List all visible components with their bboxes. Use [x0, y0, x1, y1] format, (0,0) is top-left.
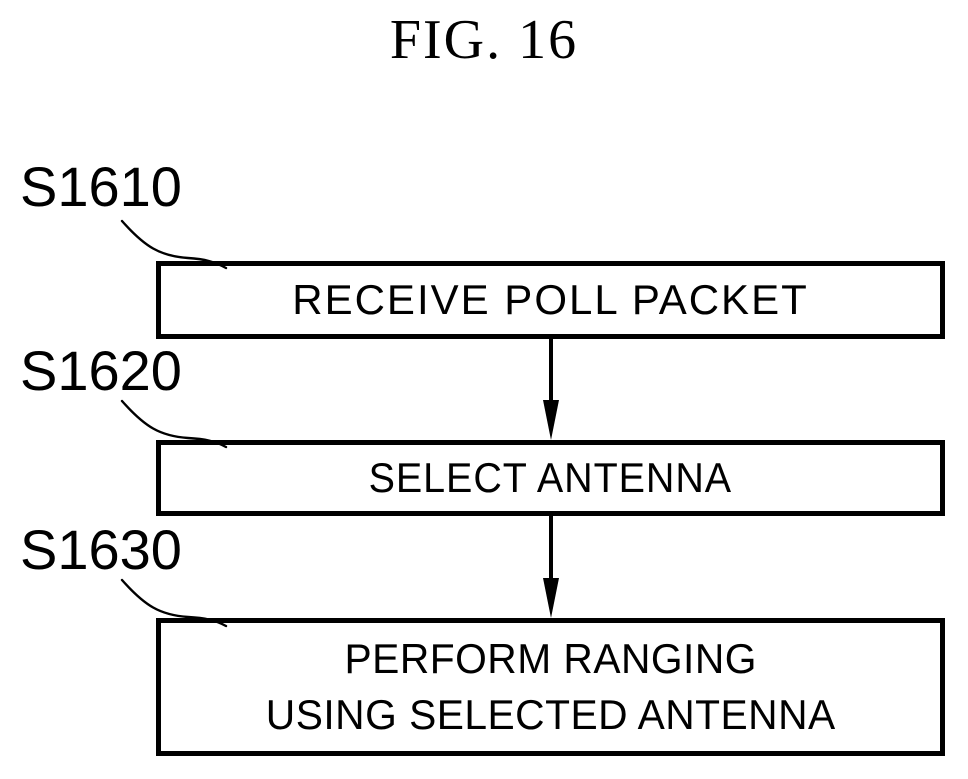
step-label-s1620: S1620 — [20, 339, 182, 402]
figure-title: FIG. 16 — [389, 9, 579, 71]
process-box-select-antenna: SELECT ANTENNA — [156, 440, 945, 516]
step-label-s1630: S1630 — [20, 518, 182, 581]
process-box-perform-ranging: PERFORM RANGING USING SELECTED ANTENNA — [156, 618, 945, 756]
step-label-s1610: S1610 — [20, 155, 182, 218]
flow-arrow-s1610-to-s1620 — [543, 339, 559, 440]
process-box-receive-poll-packet: RECEIVE POLL PACKET — [156, 261, 945, 339]
process-box-text: PERFORM RANGING USING SELECTED ANTENNA — [265, 635, 836, 738]
process-box-text: SELECT ANTENNA — [368, 454, 733, 501]
flow-arrow-s1620-to-s1630 — [543, 516, 559, 618]
process-box-text: RECEIVE POLL PACKET — [292, 276, 809, 323]
